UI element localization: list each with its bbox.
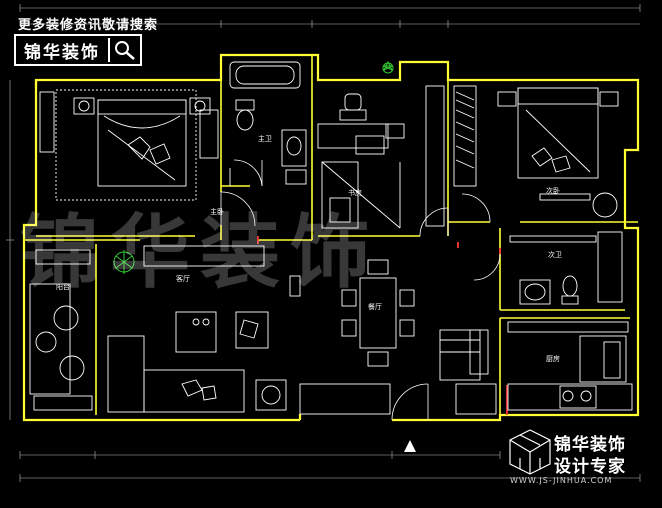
plant-study: [382, 60, 394, 74]
label-balcony: 阳台: [56, 283, 70, 291]
brand-name: 锦华装饰: [554, 435, 626, 455]
search-icon[interactable]: [108, 38, 138, 62]
promo-text: 更多装修资讯敬请搜索: [18, 18, 159, 33]
north-arrow-icon: [404, 440, 416, 452]
brand-cube-icon: [509, 429, 551, 475]
master-bed: [39, 89, 219, 201]
second-bath-fixtures: [509, 231, 623, 305]
label-second-bath: 次卫: [548, 251, 562, 259]
door-swings: [220, 159, 501, 421]
label-living-room: 客厅: [176, 275, 190, 283]
logo-text: 锦华装饰: [24, 42, 100, 63]
master-bath-fixtures: [229, 61, 307, 186]
label-kitchen: 厨房: [546, 355, 560, 363]
second-bedroom-furniture: [453, 85, 619, 218]
outer-walls: [22, 53, 640, 422]
label-dining-room: 餐厅: [368, 303, 382, 311]
study-furniture: [317, 85, 445, 229]
label-study: 书房: [348, 189, 362, 197]
kitchen-fixtures: [469, 321, 633, 411]
brand-block: 锦华装饰 设计专家 WWW.JS-JINHUA.COM: [504, 426, 654, 496]
dining-furniture: [299, 259, 497, 415]
label-master-bedroom: 主卧: [210, 208, 224, 216]
dimension-top: [19, 4, 641, 28]
balcony-furniture: [29, 249, 93, 411]
logo-badge[interactable]: 锦华装饰: [14, 34, 142, 66]
brand-tagline: 设计专家: [554, 457, 626, 477]
dimension-bottom: [19, 451, 641, 482]
label-second-bedroom: 次卧: [546, 187, 560, 195]
label-master-bath: 主卫: [258, 135, 272, 143]
plant-living: [113, 250, 135, 274]
living-furniture: [107, 245, 301, 413]
brand-url[interactable]: WWW.JS-JINHUA.COM: [510, 476, 613, 485]
